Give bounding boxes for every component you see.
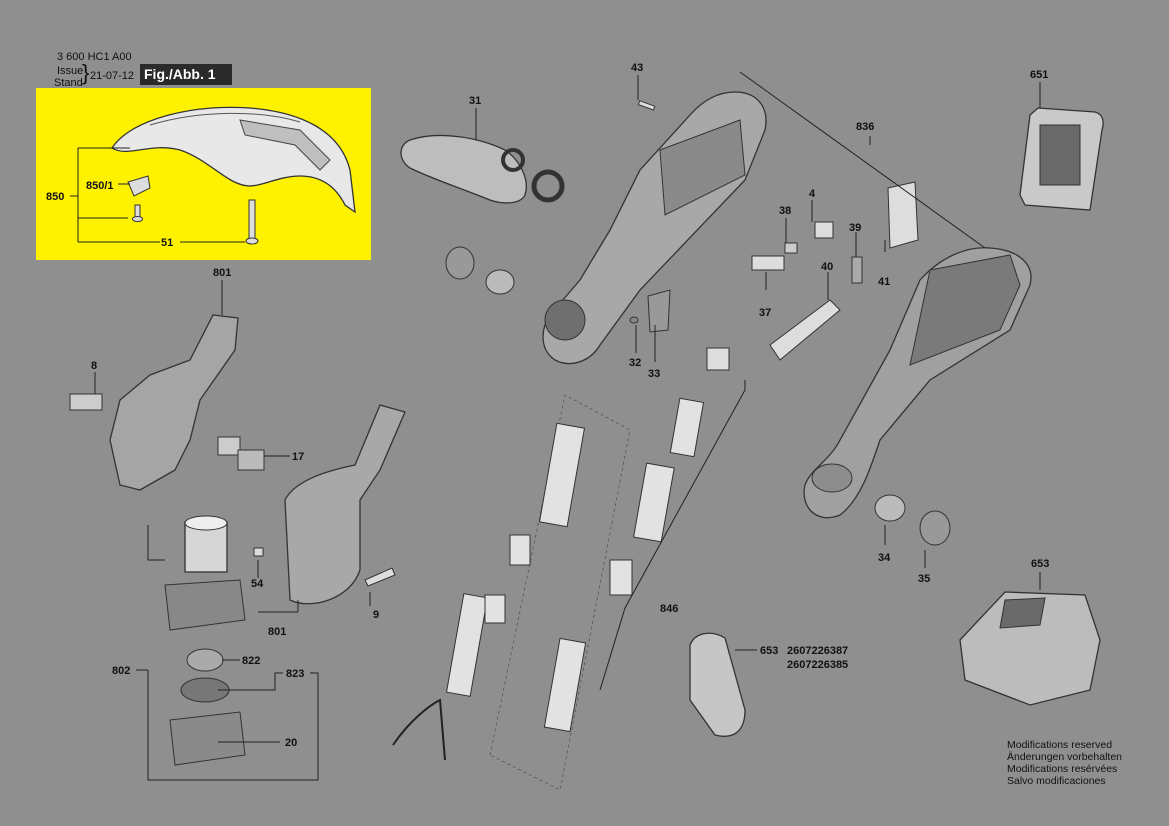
label-37: 37 [759, 307, 771, 319]
label-33: 33 [648, 368, 660, 380]
dashed-frame [489, 394, 631, 791]
label-4: 4 [809, 188, 816, 200]
label-17: 17 [292, 451, 304, 463]
clip-part [127, 175, 151, 197]
brace: } [82, 60, 90, 85]
label-32: 32 [629, 357, 641, 369]
issue-date: 21-07-12 [90, 70, 135, 82]
label-801-top: 801 [213, 267, 231, 279]
housing-lower-part [284, 404, 406, 605]
note-line: Salvo modificaciones [1007, 775, 1106, 787]
label-8: 8 [91, 360, 97, 372]
label-20: 20 [285, 737, 297, 749]
note-line: Änderungen vorbehalten [1007, 751, 1123, 763]
label-40: 40 [821, 261, 833, 273]
label-850-1: 850/1 [86, 180, 114, 192]
stand-label: Stand [54, 77, 83, 89]
label-38: 38 [779, 205, 791, 217]
label-8 [69, 393, 103, 411]
label-651: 651 [1030, 69, 1048, 81]
handle-part [400, 134, 565, 204]
battery-part [1019, 107, 1104, 211]
charger-part [959, 591, 1101, 706]
shaft-part [542, 91, 767, 365]
label-39: 39 [849, 222, 861, 234]
label-43: 43 [631, 62, 643, 74]
button-37 [751, 255, 785, 271]
label-822: 822 [242, 655, 260, 667]
label-9: 9 [373, 609, 379, 621]
screw-43-part [637, 100, 656, 111]
knob-left [445, 246, 475, 280]
label-836: 836 [856, 121, 874, 133]
motor-part [164, 515, 246, 631]
part-17 [217, 436, 265, 471]
switch-part [887, 181, 919, 249]
label-51: 51 [161, 237, 173, 249]
nut-54 [253, 547, 264, 557]
lock-part-33 [647, 289, 671, 333]
spring-34 [874, 494, 906, 522]
label-34: 34 [878, 552, 891, 564]
cap-20 [169, 711, 246, 766]
right-shell-part [803, 247, 1032, 519]
label-653-cover: 653 [760, 645, 778, 657]
doc-number: 3 600 HC1 A00 [57, 51, 132, 63]
wire-part [392, 698, 446, 761]
label-801-bottom: 801 [268, 626, 286, 638]
screw-long-part [245, 199, 259, 245]
spring-38 [784, 242, 798, 254]
figure-label: Fig./Abb. 1 [140, 64, 232, 85]
tube-parts [445, 397, 705, 733]
note-line: Modifications resérvées [1007, 763, 1118, 775]
motor-housing-part [109, 314, 239, 491]
issue-label: Issue [57, 65, 84, 77]
small-part-4 [814, 221, 834, 239]
label-31: 31 [469, 95, 481, 107]
pin-32 [629, 316, 639, 324]
lever-40 [769, 299, 841, 361]
label-653-charger: 653 [1031, 558, 1049, 570]
label-41: 41 [878, 276, 890, 288]
note-line: Modifications reserved [1007, 739, 1113, 751]
spring-left [485, 269, 515, 295]
knob-35 [919, 510, 951, 546]
label-846: 846 [660, 603, 678, 615]
spring-39 [851, 256, 863, 284]
label-54: 54 [251, 578, 264, 590]
label-35: 35 [918, 573, 930, 585]
connector-part [706, 347, 730, 371]
spool-822 [186, 648, 224, 672]
guard-leaders [70, 147, 245, 243]
label-823: 823 [286, 668, 304, 680]
leader-lines [94, 71, 1041, 781]
label-850: 850 [46, 191, 64, 203]
label-653-code2: 2607226385 [787, 659, 848, 671]
cover-653 [689, 632, 746, 737]
modifications-note: Modifications reserved Änderungen vorbeh… [1007, 739, 1122, 787]
label-653-code1: 2607226387 [787, 645, 848, 657]
guard-part [111, 106, 356, 214]
label-802: 802 [112, 665, 130, 677]
screw-small-part [132, 204, 143, 222]
part-9 [364, 567, 396, 587]
